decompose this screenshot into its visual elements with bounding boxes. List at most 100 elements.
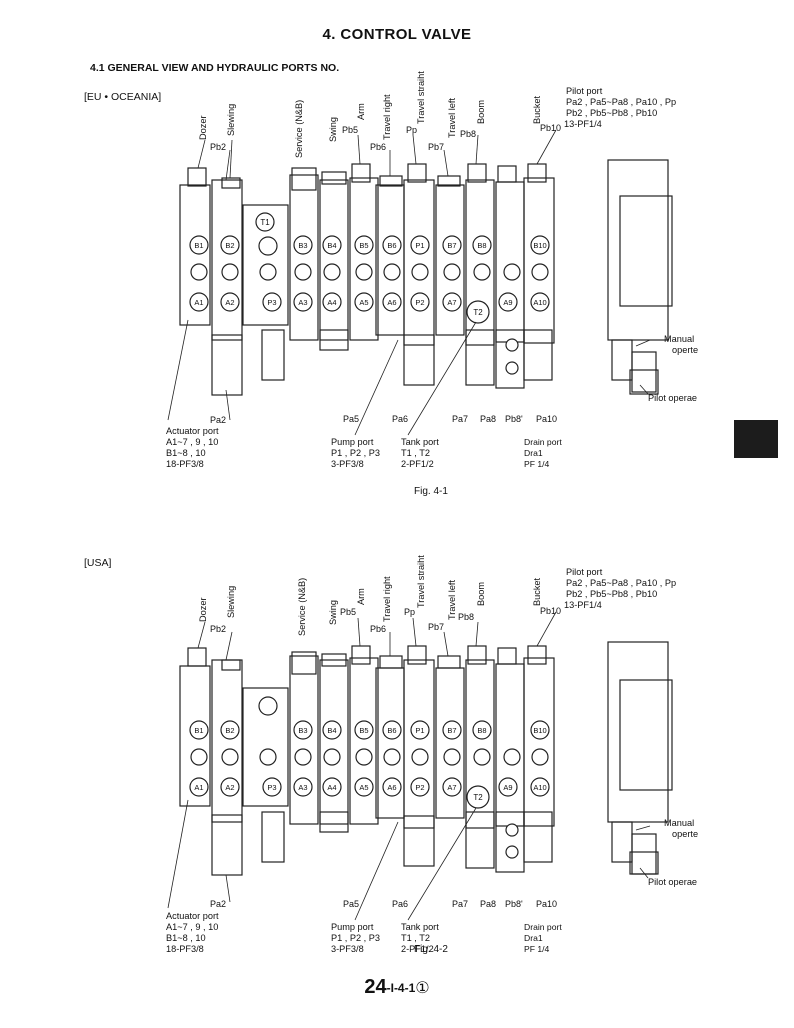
pb-label: Pb6 <box>370 624 386 634</box>
port-label: A7 <box>447 783 456 792</box>
port-label: B5 <box>359 241 368 250</box>
port-label: B7 <box>447 241 456 250</box>
actuator-port-block: Actuator port A1~7 , 9 , 10 B1~8 , 10 18… <box>166 426 219 469</box>
port-label: B2 <box>225 241 234 250</box>
top-label-travel-right: Travel right <box>382 94 392 140</box>
pa-label: Pa5 <box>343 414 359 424</box>
pb-label: Pb2 <box>210 624 226 634</box>
pb-label: Pp <box>404 607 415 617</box>
port-label: P2 <box>415 783 424 792</box>
port-label: P1 <box>415 726 424 735</box>
drain-port-block: Drain port Dra1 PF 1/4 <box>524 922 562 954</box>
pilot-operae-label: Pilot operae <box>648 393 698 403</box>
top-label-boom: Boom <box>476 582 486 606</box>
top-label-dozer: Dozer <box>198 115 208 140</box>
section-tab-marker <box>734 420 778 458</box>
port-label: B10 <box>533 241 546 250</box>
pa-label: Pa7 <box>452 899 468 909</box>
port-label: A5 <box>359 298 368 307</box>
tank-tag-t2: T2 <box>473 308 483 317</box>
port-label: A4 <box>327 783 336 792</box>
top-label-slewing: Slewing <box>226 104 236 136</box>
top-label-slewing: Slewing <box>226 586 236 618</box>
port-label: A1 <box>194 298 203 307</box>
port-label: B5 <box>359 726 368 735</box>
port-label: A3 <box>298 783 307 792</box>
top-label-swing: Swing <box>328 600 338 625</box>
port-label: P3 <box>267 783 276 792</box>
port-label: B8 <box>477 726 486 735</box>
pb-label: Pb8 <box>458 612 474 622</box>
pa-label: Pa7 <box>452 414 468 424</box>
top-label-bucket: Bucket <box>532 577 542 606</box>
port-label: P3 <box>267 298 276 307</box>
top-label-travel-straiht: Travel straiht <box>416 555 426 608</box>
port-label: B1 <box>194 241 203 250</box>
pb-label: Pb5 <box>340 607 356 617</box>
figure-caption-2: Fig. 4-2 <box>414 944 448 955</box>
port-label: P1 <box>415 241 424 250</box>
manual-operte-label: Manual operte <box>664 818 699 839</box>
top-label-boom: Boom <box>476 100 486 124</box>
port-label: B10 <box>533 726 546 735</box>
port-label: A5 <box>359 783 368 792</box>
pa-label: Pa2 <box>210 415 226 425</box>
top-label-service: Service (N&B) <box>294 100 304 158</box>
tank-tag-t2: T2 <box>473 793 483 802</box>
figure-caption-1: Fig. 4-1 <box>414 486 448 497</box>
port-label: B7 <box>447 726 456 735</box>
pa-label: Pa10 <box>536 414 557 424</box>
pb-label: Pb5 <box>342 125 358 135</box>
pa-label: Pa10 <box>536 899 557 909</box>
port-label: A3 <box>298 298 307 307</box>
port-label: A2 <box>225 298 234 307</box>
port-label: A10 <box>533 783 546 792</box>
tank-tag-t1: T1 <box>260 218 270 227</box>
pump-port-block: Pump port P1 , P2 , P3 3-PF3/8 <box>331 437 381 469</box>
pa-label: Pb8' <box>505 899 523 909</box>
port-label: B4 <box>327 726 336 735</box>
port-label: A9 <box>503 298 512 307</box>
page-number: 24-I-4-1① <box>364 976 430 998</box>
actuator-port-block: Actuator port A1~7 , 9 , 10 B1~8 , 10 18… <box>166 911 219 954</box>
pb-label: Pb2 <box>210 142 226 152</box>
top-label-travel-left: Travel left <box>447 580 457 620</box>
port-label: B2 <box>225 726 234 735</box>
port-label: B4 <box>327 241 336 250</box>
pa-label: Pa6 <box>392 899 408 909</box>
port-label: A10 <box>533 298 546 307</box>
pa-label: Pa8 <box>480 414 496 424</box>
pa-label: Pa8 <box>480 899 496 909</box>
region-label-eu: [EU • OCEANIA] <box>84 91 162 103</box>
top-label-service: Service (N&B) <box>297 578 307 636</box>
port-label: A4 <box>327 298 336 307</box>
top-label-arm: Arm <box>356 588 366 605</box>
pb-label: Pb10 <box>540 123 561 133</box>
port-label: B8 <box>477 241 486 250</box>
pa-label: Pb8' <box>505 414 523 424</box>
port-label: A1 <box>194 783 203 792</box>
pb-label: Pp <box>406 125 417 135</box>
pilot-port-block: Pilot port Pa2 , Pa5~Pa8 , Pa10 , Pp Pb2… <box>564 567 677 610</box>
tank-port-block: Tank port T1 , T2 2-PF1/2 <box>401 922 439 954</box>
section-heading: 4.1 GENERAL VIEW AND HYDRAULIC PORTS NO. <box>90 62 340 74</box>
pb-label: Pb7 <box>428 622 444 632</box>
pilot-port-block: Pilot port Pa2 , Pa5~Pa8 , Pa10 , Pp Pb2… <box>564 86 677 129</box>
top-label-arm: Arm <box>356 103 366 120</box>
pb-label: Pb8 <box>460 129 476 139</box>
top-label-travel-left: Travel left <box>447 98 457 138</box>
pilot-operae-label: Pilot operae <box>648 877 698 887</box>
port-label: A2 <box>225 783 234 792</box>
manual-operte-label: Manual operte <box>664 334 699 355</box>
pa-label: Pa5 <box>343 899 359 909</box>
port-label: B3 <box>298 241 307 250</box>
drain-port-block: Drain port Dra1 PF 1/4 <box>524 437 562 469</box>
tank-port-block: Tank port T1 , T2 2-PF1/2 <box>401 437 439 469</box>
pa-label: Pa2 <box>210 899 226 909</box>
port-label: B6 <box>387 241 396 250</box>
port-label: B6 <box>387 726 396 735</box>
pa-label: Pa6 <box>392 414 408 424</box>
top-label-dozer: Dozer <box>198 597 208 622</box>
